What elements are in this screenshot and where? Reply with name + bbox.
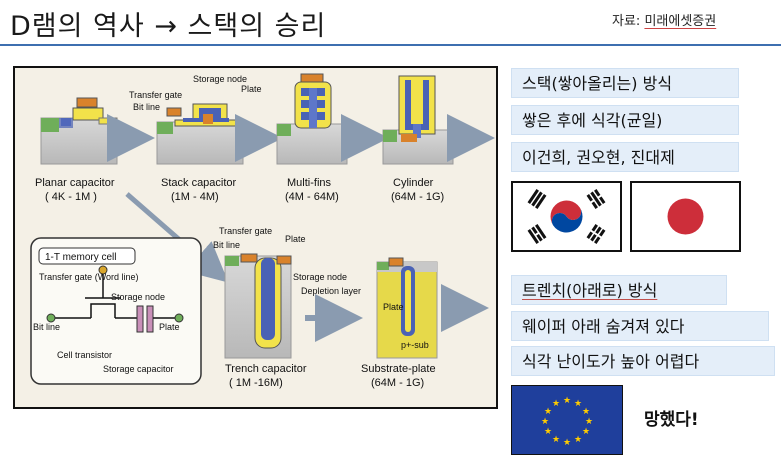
figure-drawing: Storage node Plate Transfer gate Bit lin…	[30, 73, 495, 389]
planar-range: ( 4K - 1M )	[45, 191, 97, 203]
source-prefix: 자료:	[612, 14, 645, 29]
stack-capacitor-diagram	[156, 103, 244, 165]
memcell-title: 1-T memory cell	[45, 252, 117, 263]
header-rule	[0, 44, 781, 46]
eu-star: ★	[574, 399, 582, 409]
stack-range: (1M - 4M)	[171, 191, 219, 203]
stack-desc-box: 쌓은 후에 식각(균일)	[511, 105, 739, 135]
planar-caption: Planar capacitor	[35, 177, 115, 189]
stack-method-box: 스택(쌓아올리는) 방식	[511, 68, 739, 98]
substrate-label-plate: Plate	[383, 302, 404, 312]
cylinder-caption: Cylinder	[393, 177, 434, 189]
trench-desc-box: 웨이퍼 아래 숨겨져 있다	[511, 311, 769, 341]
page-title: D램의 역사 → 스택의 승리	[10, 11, 327, 42]
eu-flag-icon: ★ ★ ★ ★ ★ ★ ★ ★ ★ ★ ★ ★	[511, 385, 623, 455]
multifins-diagram	[276, 73, 348, 165]
substrate-plate-diagram	[376, 257, 438, 359]
stack-desc-text: 쌓은 후에 식각(균일)	[522, 111, 663, 130]
eu-star: ★	[563, 396, 571, 406]
memcell-label-storage-node: Storage node	[111, 292, 165, 302]
memcell-title-box	[38, 247, 136, 265]
multifins-range: (4M - 64M)	[285, 191, 339, 203]
memcell-label-cell-transistor: Cell transistor	[57, 350, 112, 360]
stack-label-bit-line: Bit line	[133, 102, 160, 112]
dram-capacitor-figure: Storage node Plate Transfer gate Bit lin…	[13, 66, 498, 409]
cylinder-diagram	[382, 75, 454, 165]
eu-star: ★	[582, 427, 590, 437]
trench-label-transfer-gate: Transfer gate	[219, 226, 272, 236]
eu-star: ★	[541, 417, 549, 427]
trench-range: ( 1M -16M)	[229, 377, 283, 389]
eu-star: ★	[544, 427, 552, 437]
eu-star: ★	[585, 417, 593, 427]
stack-people-text: 이건희, 권오현, 진대제	[522, 148, 675, 167]
failed-label: 망했다!	[644, 410, 699, 430]
trench-difficulty-box: 식각 난이도가 높아 어렵다	[511, 346, 775, 376]
trench-method-text: 트렌치(아래로) 방식	[522, 281, 658, 300]
eu-star: ★	[563, 438, 571, 448]
stack-caption: Stack capacitor	[161, 177, 237, 189]
memcell-label-plate: Plate	[159, 322, 180, 332]
japan-flag-drawing	[632, 183, 739, 250]
japan-flag-icon	[630, 181, 741, 252]
trench-label-plate: Plate	[285, 234, 306, 244]
stack-people-box: 이건희, 권오현, 진대제	[511, 142, 739, 172]
stack-label-plate: Plate	[241, 84, 262, 94]
stack-method-text: 스택(쌓아올리는) 방식	[522, 74, 673, 93]
eu-flag-drawing: ★ ★ ★ ★ ★ ★ ★ ★ ★ ★ ★ ★	[541, 396, 593, 448]
stack-label-transfer-gate: Transfer gate	[129, 90, 182, 100]
trench-caption: Trench capacitor	[225, 363, 307, 375]
trench-desc-text: 웨이퍼 아래 숨겨져 있다	[522, 317, 685, 336]
memcell-label-word-line: Transfer gate (Word line)	[39, 272, 139, 282]
substrate-label-psub: p+-sub	[401, 340, 429, 350]
substrate-caption: Substrate-plate	[361, 363, 436, 375]
arrow-diagonal-icon	[125, 192, 229, 283]
eu-star: ★	[552, 399, 560, 409]
korea-flag-drawing	[513, 183, 620, 250]
planar-capacitor-diagram	[40, 97, 118, 165]
trench-method-box: 트렌치(아래로) 방식	[511, 275, 727, 305]
eu-star: ★	[552, 435, 560, 445]
korea-flag-icon	[511, 181, 622, 252]
cylinder-range: (64M - 1G)	[391, 191, 444, 203]
source-note: 자료: 미래에셋증권	[612, 10, 716, 29]
trench-label-bit-line: Bit line	[213, 240, 240, 250]
memory-cell-box	[30, 237, 202, 385]
stack-label-storage-node: Storage node	[193, 74, 247, 84]
multifins-caption: Multi-fins	[287, 177, 332, 189]
memcell-label-bit-line: Bit line	[33, 322, 60, 332]
substrate-range: (64M - 1G)	[371, 377, 424, 389]
trench-difficulty-text: 식각 난이도가 높아 어렵다	[522, 352, 700, 371]
eu-star: ★	[574, 435, 582, 445]
eu-star: ★	[582, 407, 590, 417]
trench-label-storage-node: Storage node	[293, 272, 347, 282]
eu-star: ★	[544, 407, 552, 417]
memcell-label-storage-capacitor: Storage capacitor	[103, 364, 174, 374]
trench-capacitor-diagram	[224, 253, 292, 359]
trench-label-depletion-layer: Depletion layer	[301, 286, 361, 296]
source-name: 미래에셋증권	[644, 14, 717, 29]
